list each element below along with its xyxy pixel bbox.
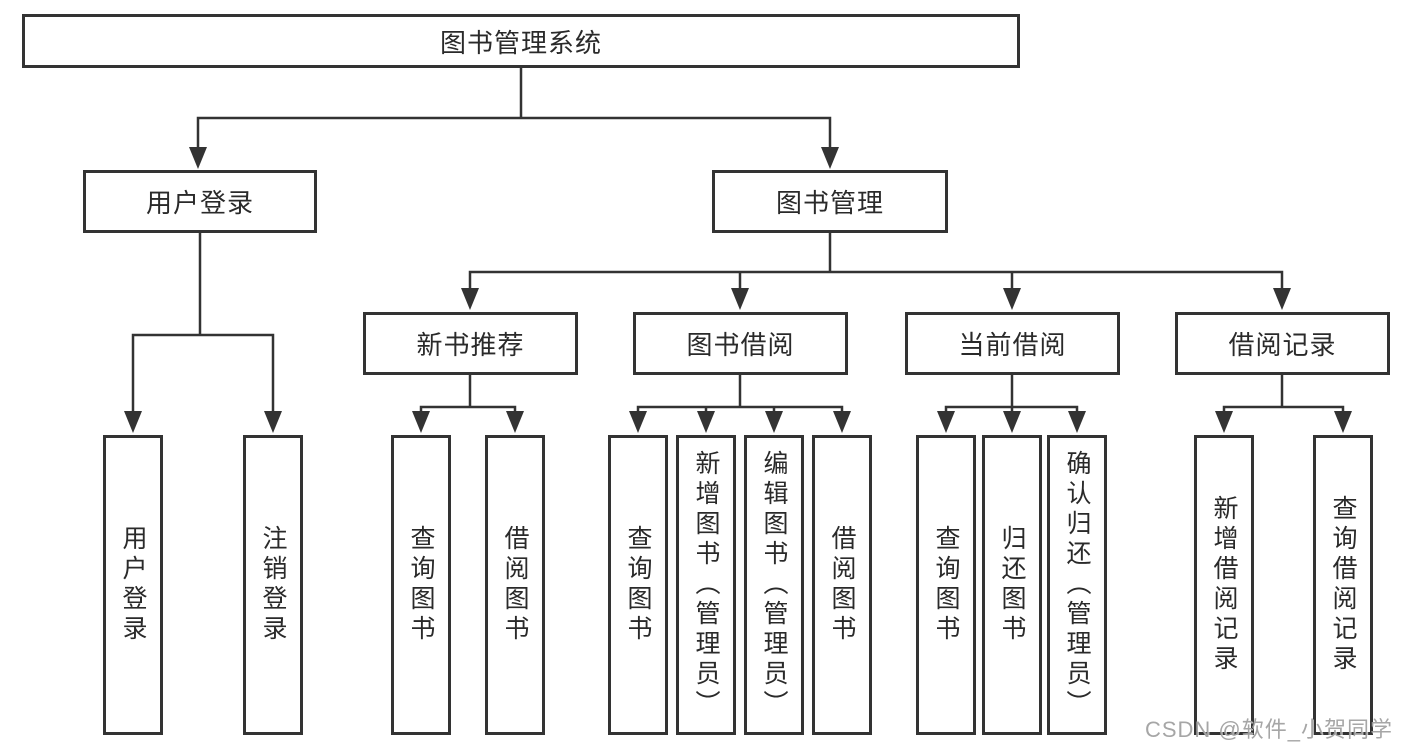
node-current-borrow: 当前借阅 [905,312,1120,375]
leaf-query-books-recommend: 查询图书 [391,435,451,735]
node-library-management-system: 图书管理系统 [22,14,1020,68]
watermark: CSDN @软件_小贺同学 [1144,717,1393,742]
leaf-add-borrow-record: 新增借阅记录 [1194,435,1254,735]
node-new-book-recommend: 新书推荐 [363,312,578,375]
leaf-confirm-return-admin: 确认归还（管理员） [1047,435,1107,735]
leaf-user-login: 用户登录 [103,435,163,735]
leaf-return-books: 归还图书 [982,435,1042,735]
leaf-logout: 注销登录 [243,435,303,735]
node-user-login: 用户登录 [83,170,317,233]
node-borrow-records: 借阅记录 [1175,312,1390,375]
leaf-query-books-current: 查询图书 [916,435,976,735]
node-book-borrow: 图书借阅 [633,312,848,375]
leaf-edit-books-admin: 编辑图书（管理员） [744,435,804,735]
leaf-borrow-books: 借阅图书 [812,435,872,735]
leaf-query-books-borrow: 查询图书 [608,435,668,735]
leaf-borrow-books-recommend: 借阅图书 [485,435,545,735]
leaf-query-borrow-record: 查询借阅记录 [1313,435,1373,735]
node-book-management: 图书管理 [712,170,948,233]
leaf-add-books-admin: 新增图书（管理员） [676,435,736,735]
